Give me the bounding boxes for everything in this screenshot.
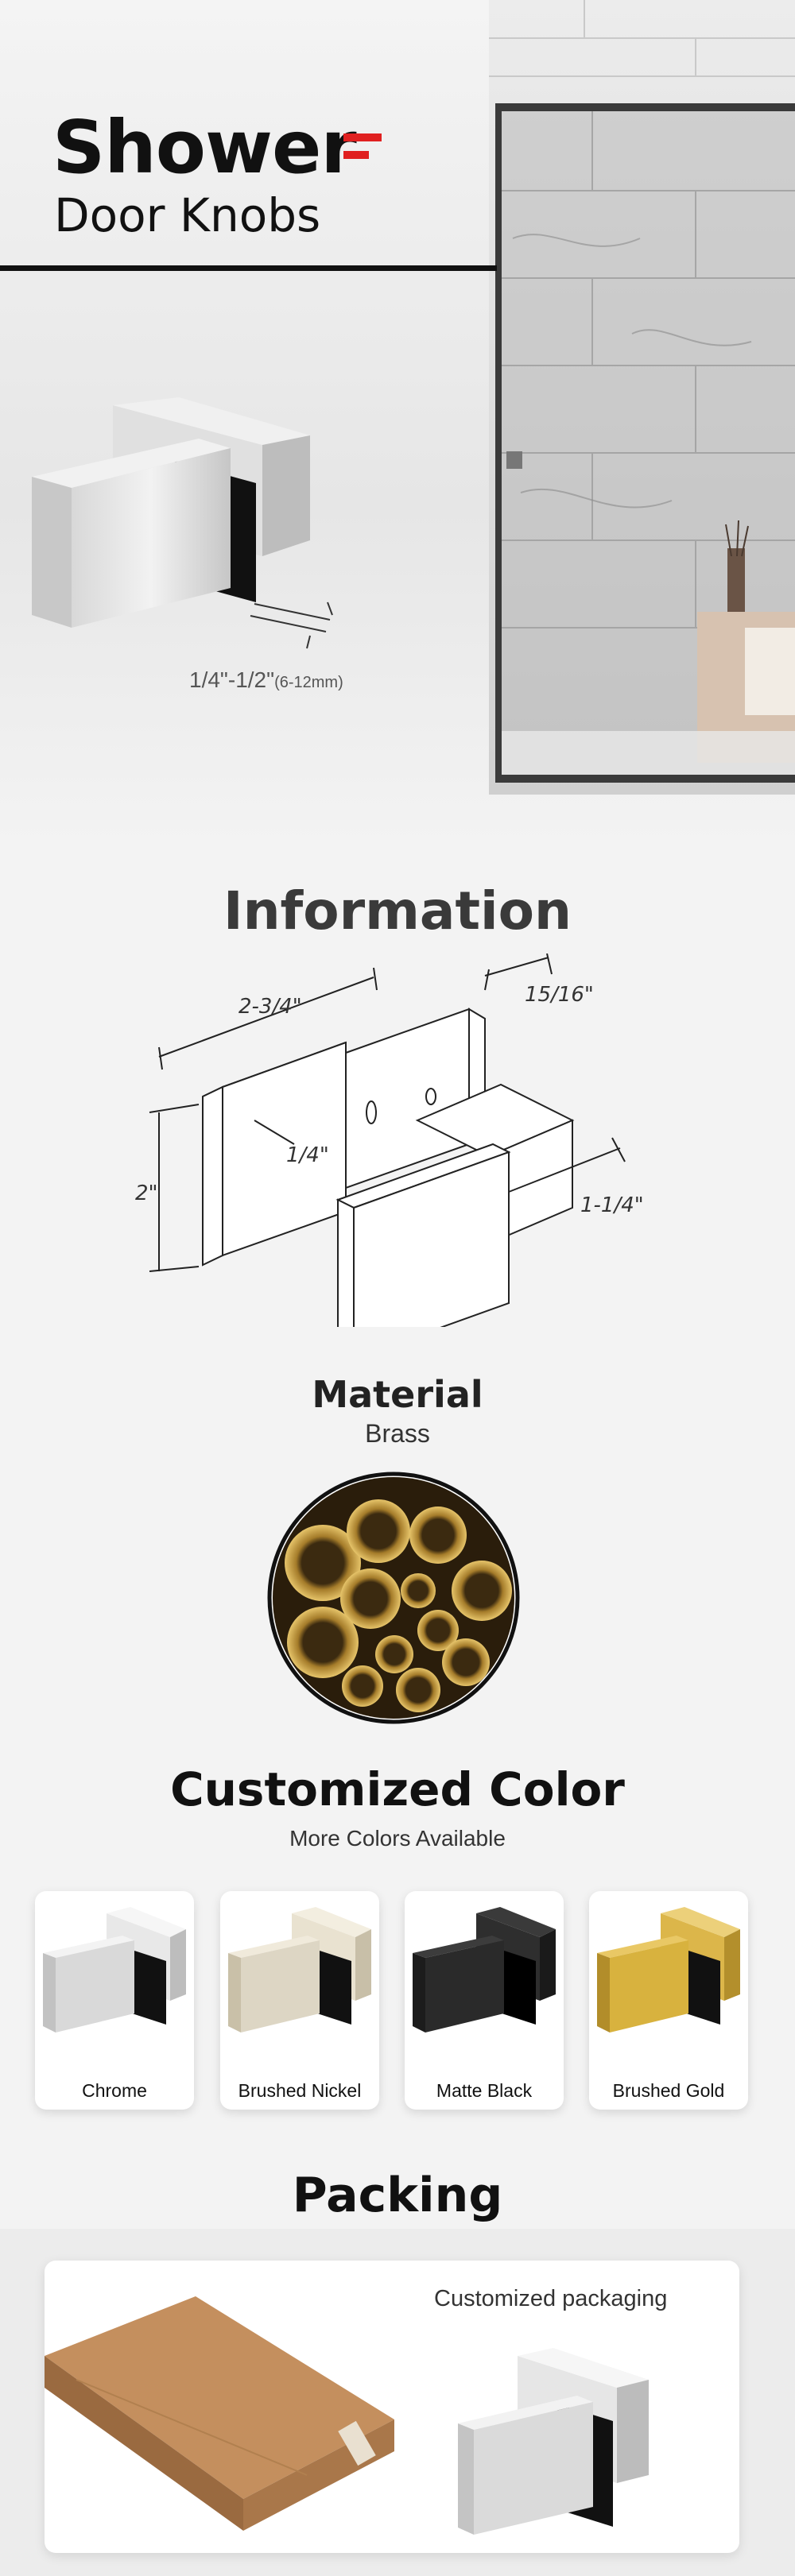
dimension-diagram: 2-3/4" 15/16" 1/4" 2" 1-1/4" bbox=[135, 953, 644, 1327]
customized-color-title: Customized Color bbox=[170, 1762, 625, 1816]
packing-card: Customized packaging bbox=[45, 2261, 739, 2553]
color-label-brushed-nickel: Brushed Nickel bbox=[238, 2080, 362, 2101]
customized-color-subtitle: More Colors Available bbox=[289, 1826, 506, 1851]
hero-section: Shower Door Knobs 1/4"-1/2"(6-12mm) bbox=[0, 0, 795, 842]
color-option-brushed-nickel[interactable]: Brushed Nickel bbox=[220, 1891, 379, 2110]
color-label-chrome: Chrome bbox=[82, 2080, 147, 2101]
brass-tubes-image bbox=[267, 1472, 520, 1724]
packing-knob-image bbox=[458, 2348, 649, 2535]
packaging-box-image bbox=[45, 2296, 394, 2531]
thickness-metric: (6-12mm) bbox=[274, 674, 343, 691]
dim-inner: 1-1/4" bbox=[580, 1193, 644, 1217]
knob-product-image bbox=[32, 397, 333, 649]
packing-title: Packing bbox=[292, 2168, 503, 2223]
knob-swatch-chrome bbox=[43, 1907, 186, 2033]
knob-swatch-brushed-nickel bbox=[228, 1907, 371, 2033]
packing-label: Customized packaging bbox=[434, 2286, 668, 2311]
information-title: Information bbox=[223, 880, 572, 942]
color-label-brushed-gold: Brushed Gold bbox=[612, 2080, 725, 2101]
thickness-value: 1/4"-1/2" bbox=[189, 667, 275, 692]
color-option-matte-black[interactable]: Matte Black bbox=[405, 1891, 564, 2110]
hero-subtitle: Door Knobs bbox=[54, 188, 321, 242]
color-option-chrome[interactable]: Chrome bbox=[35, 1891, 194, 2110]
shower-door-photo bbox=[489, 0, 795, 795]
hero-divider bbox=[0, 265, 497, 271]
color-label-matte-black: Matte Black bbox=[436, 2080, 533, 2101]
material-title: Material bbox=[312, 1373, 483, 1416]
color-option-brushed-gold[interactable]: Brushed Gold bbox=[589, 1891, 748, 2110]
dim-height: 2" bbox=[135, 1182, 158, 1205]
knob-swatch-matte-black bbox=[413, 1907, 556, 2033]
material-value: Brass bbox=[365, 1419, 430, 1448]
knob-swatch-brushed-gold bbox=[597, 1907, 740, 2033]
dim-plate: 1/4" bbox=[286, 1143, 329, 1167]
dim-depth: 15/16" bbox=[525, 983, 594, 1007]
hero-title: Shower bbox=[52, 105, 357, 190]
thickness-label: 1/4"-1/2"(6-12mm) bbox=[189, 667, 343, 693]
accent-mark-icon bbox=[343, 132, 382, 164]
dim-width: 2-3/4" bbox=[238, 995, 302, 1019]
